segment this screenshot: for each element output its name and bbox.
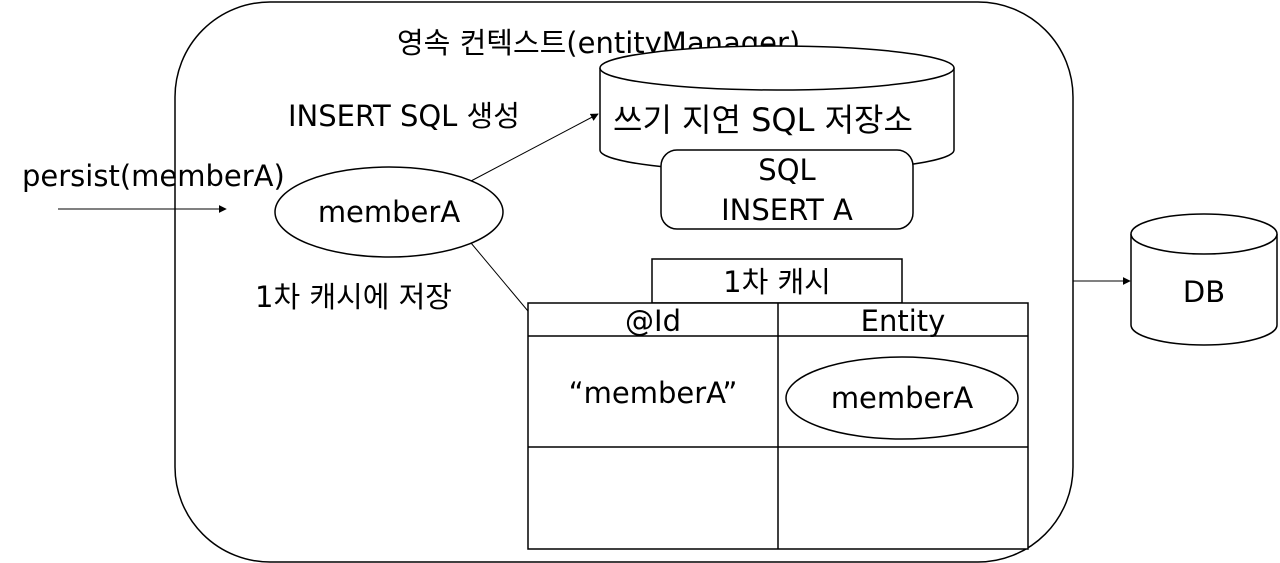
write-delay-sql-store: 쓰기 지연 SQL 저장소 bbox=[599, 45, 955, 173]
cache-header-entity: Entity bbox=[861, 304, 946, 338]
entity-label: memberA bbox=[318, 195, 461, 229]
cache-row-entity: memberA bbox=[831, 381, 974, 415]
persist-call-label: persist(memberA) bbox=[22, 159, 285, 193]
insert-sql-arrow bbox=[470, 113, 599, 182]
cache-entity-ellipse bbox=[785, 356, 1019, 440]
entity-ellipse bbox=[274, 166, 504, 258]
sql-box bbox=[660, 149, 914, 230]
database-cylinder bbox=[1130, 213, 1278, 346]
sql-line-2: INSERT A bbox=[721, 193, 853, 227]
persistence-context-box bbox=[174, 1, 1074, 563]
store-cache-action-label: 1차 캐시에 저장 bbox=[255, 280, 452, 314]
insert-sql-action-label: INSERT SQL 생성 bbox=[288, 99, 520, 133]
cache-title: 1차 캐시 bbox=[723, 265, 831, 299]
db-label: DB bbox=[1183, 275, 1225, 309]
cache-row-id: “memberA” bbox=[569, 376, 738, 410]
write-delay-store-title: 쓰기 지연 SQL 저장소 bbox=[613, 101, 913, 139]
sql-line-1: SQL bbox=[758, 153, 815, 187]
cache-header-id: @Id bbox=[625, 304, 681, 338]
